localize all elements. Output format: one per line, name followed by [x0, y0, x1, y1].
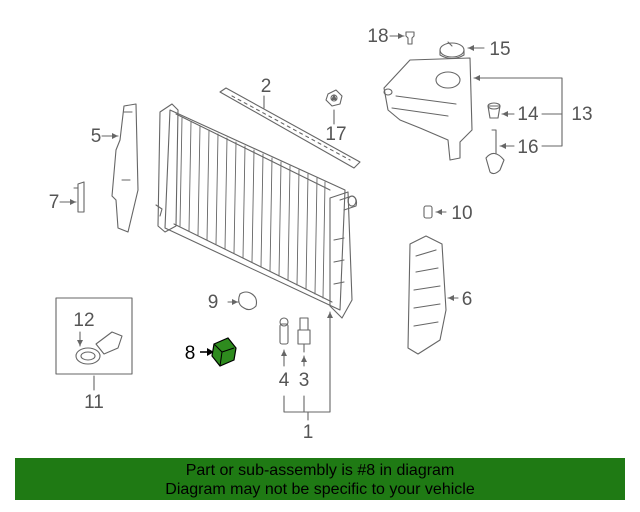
parts-diagram: 2 5 7 6 9 17 18 15 14 13 16 10 12 11 8 4… [49, 26, 593, 443]
callout-18: 18 [367, 26, 388, 47]
callout-4: 4 [279, 370, 290, 391]
highlighted-part-8 [200, 337, 237, 367]
callout-3: 3 [299, 370, 310, 391]
banner-line-1: Part or sub-assembly is #8 in diagram [185, 462, 455, 479]
temp-sensor-part [297, 317, 311, 353]
callout-6: 6 [462, 289, 473, 310]
callout-16: 16 [517, 137, 538, 158]
grommet-part [238, 291, 258, 311]
banner-line-2: Diagram may not be specific to your vehi… [165, 481, 475, 498]
callout-1: 1 [303, 422, 314, 443]
callout-15: 15 [489, 39, 510, 60]
radiator-part [155, 103, 358, 319]
callout-2: 2 [261, 76, 272, 97]
callout-17: 17 [325, 124, 346, 145]
callout-11: 11 [84, 392, 104, 413]
callout-10: 10 [451, 203, 472, 224]
callout-9: 9 [208, 292, 219, 313]
nut-part [325, 89, 343, 107]
air-deflector-part [407, 235, 447, 355]
callout-12: 12 [73, 310, 94, 331]
callout-8: 8 [185, 343, 196, 364]
tank-cap-part [439, 41, 465, 60]
level-sensor-part [485, 129, 505, 175]
info-banner: Part or sub-assembly is #8 in diagram Di… [15, 458, 625, 500]
callout-7: 7 [49, 192, 60, 213]
drain-plug-part [279, 317, 289, 345]
connector-part [95, 331, 123, 355]
callout-14: 14 [517, 104, 539, 125]
valve-part [487, 105, 501, 119]
o-ring-part [75, 347, 101, 365]
small-plug-part [423, 205, 433, 219]
expansion-tank-part [383, 57, 473, 161]
bolt-part [405, 31, 415, 45]
callout-13: 13 [571, 104, 592, 125]
side-bracket-part [111, 103, 139, 233]
clip-part [73, 181, 85, 213]
callout-5: 5 [91, 126, 102, 147]
inset-box [55, 297, 133, 375]
